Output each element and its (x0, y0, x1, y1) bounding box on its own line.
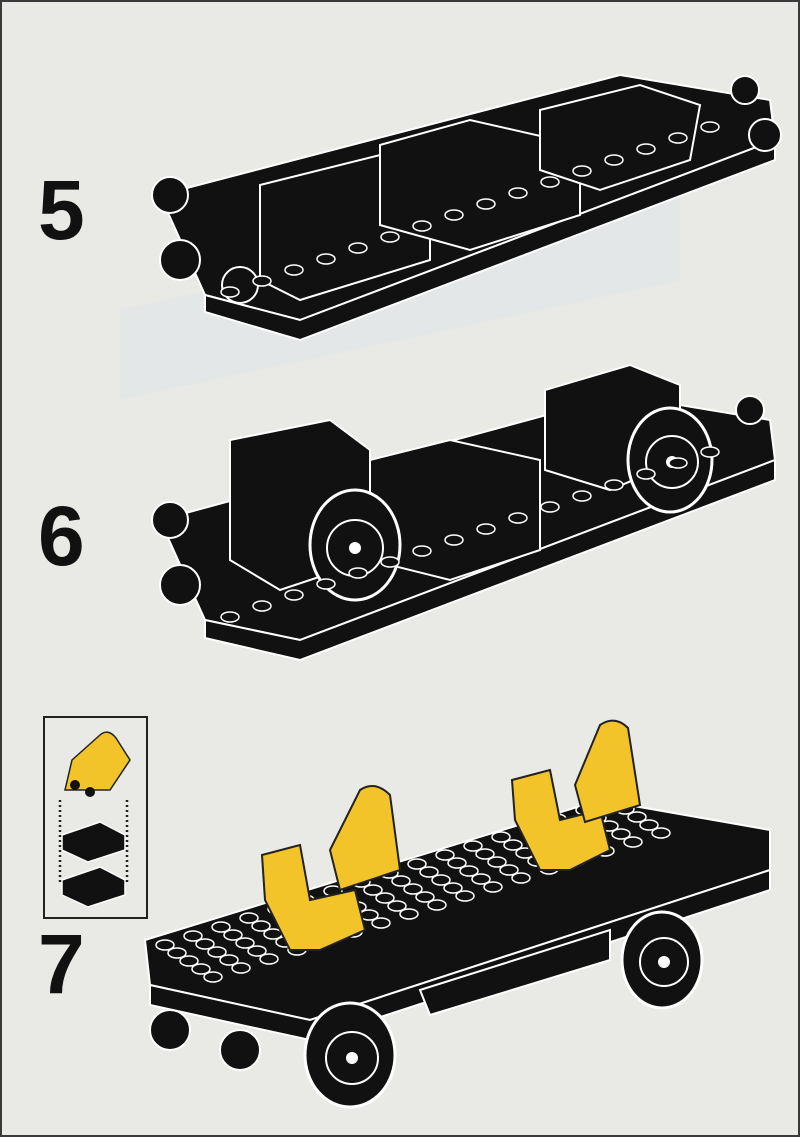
stud (540, 501, 560, 513)
stud (252, 600, 272, 612)
stud (475, 848, 495, 860)
stud (251, 920, 271, 932)
stud (155, 939, 175, 951)
stud (252, 275, 272, 287)
stud (415, 891, 435, 903)
stud (387, 900, 407, 912)
stud (259, 953, 279, 965)
black-plate (61, 866, 126, 908)
stud (239, 912, 259, 924)
step-7-flatcar (143, 719, 771, 1109)
stud (403, 883, 423, 895)
stud (668, 457, 688, 469)
step-5-chassis (151, 73, 782, 342)
stud (604, 154, 624, 166)
stud (219, 954, 239, 966)
step-number-5: 5 (38, 163, 85, 257)
step-number-7: 7 (38, 917, 85, 1011)
stud (636, 468, 656, 480)
stud (443, 882, 463, 894)
stud (487, 856, 507, 868)
stud (380, 556, 400, 568)
stud (247, 945, 267, 957)
stud (179, 955, 199, 967)
step-6-studs (220, 446, 720, 623)
stud (651, 827, 671, 839)
stud (636, 143, 656, 155)
stud (316, 253, 336, 265)
stud (284, 589, 304, 601)
stud (476, 198, 496, 210)
yellow-seat (328, 785, 402, 892)
stud (348, 242, 368, 254)
stud (412, 545, 432, 557)
stud (476, 523, 496, 535)
stud (407, 858, 427, 870)
stud (435, 849, 455, 861)
stud (211, 921, 231, 933)
stud (447, 857, 467, 869)
stud (207, 946, 227, 958)
stud (700, 121, 720, 133)
stud (455, 890, 475, 902)
stud (627, 811, 647, 823)
stud (668, 132, 688, 144)
step-6-chassis (151, 363, 777, 662)
stud (572, 490, 592, 502)
stud (444, 209, 464, 221)
stud (463, 840, 483, 852)
stud (220, 611, 240, 623)
stud (235, 937, 255, 949)
stud (499, 864, 519, 876)
stud (375, 892, 395, 904)
inset-seat-assembly (43, 716, 148, 919)
stud (471, 873, 491, 885)
stud (371, 917, 391, 929)
stud (444, 534, 464, 546)
stud (380, 231, 400, 243)
black-plate (61, 821, 126, 863)
stud (572, 165, 592, 177)
stud (167, 947, 187, 959)
stud (223, 929, 243, 941)
stud (183, 930, 203, 942)
stud (399, 908, 419, 920)
stud (459, 865, 479, 877)
stud (391, 875, 411, 887)
stud (483, 881, 503, 893)
stud (611, 828, 631, 840)
stud (195, 938, 215, 950)
stud (431, 874, 451, 886)
stud (191, 963, 211, 975)
stud (203, 971, 223, 983)
yellow-seat (510, 768, 612, 871)
stud (363, 884, 383, 896)
stud (491, 831, 511, 843)
stud (316, 578, 336, 590)
seat-piece (64, 731, 131, 791)
stud (604, 479, 624, 491)
stud (348, 567, 368, 579)
step-number-6: 6 (38, 489, 85, 583)
stud (419, 866, 439, 878)
stud (508, 512, 528, 524)
stud (623, 836, 643, 848)
stud (503, 839, 523, 851)
stud (220, 286, 240, 298)
stud (427, 899, 447, 911)
stud (700, 446, 720, 458)
yellow-seat (260, 843, 367, 951)
stud (284, 264, 304, 276)
stud (231, 962, 251, 974)
stud (511, 872, 531, 884)
stud (540, 176, 560, 188)
stud (412, 220, 432, 232)
stud (508, 187, 528, 199)
stud (639, 819, 659, 831)
step-5-studs (220, 121, 720, 298)
yellow-seat (573, 719, 642, 824)
